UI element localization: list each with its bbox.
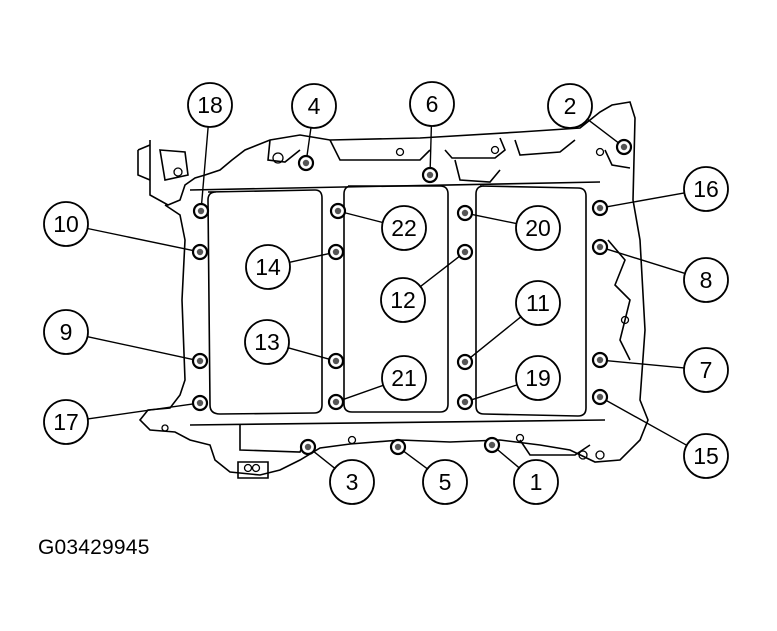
bolt-22 [329, 202, 347, 220]
housing-holes [161, 145, 630, 473]
bolt-14 [327, 243, 345, 261]
bolt-2 [615, 138, 633, 156]
leader-line-18 [200, 126, 209, 205]
leader-line-16 [606, 192, 685, 208]
leader-line-17 [87, 403, 194, 420]
bolt-21 [327, 393, 345, 411]
callout-number: 11 [526, 290, 550, 316]
leader-line-5 [403, 450, 428, 470]
callout-10: 10 [43, 201, 89, 247]
bolt-5 [389, 438, 407, 456]
leader-line-7 [606, 359, 685, 369]
callout-number: 13 [254, 329, 280, 355]
bolt-10 [191, 243, 209, 261]
bolt-15 [591, 388, 609, 406]
leader-line-15 [605, 399, 688, 446]
cavity-outlines [189, 181, 606, 426]
callout-14: 14 [245, 244, 291, 290]
bolt-7 [591, 351, 609, 369]
leader-lines [87, 118, 688, 470]
callout-number: 5 [439, 469, 452, 495]
callout-21: 21 [381, 355, 427, 401]
leader-line-22 [344, 212, 383, 224]
callout-number: 21 [391, 365, 417, 391]
leader-line-6 [429, 125, 433, 169]
callout-17: 17 [43, 399, 89, 445]
callout-number: 12 [390, 287, 416, 313]
bolt-9 [191, 352, 209, 370]
bolt-6 [421, 166, 439, 184]
bolt-19 [456, 393, 474, 411]
callout-number: 15 [693, 443, 719, 469]
callout-number: 1 [530, 469, 543, 495]
bolt-8 [591, 238, 609, 256]
bolt-18 [192, 202, 210, 220]
leader-line-4 [306, 127, 312, 157]
cavity-middle [343, 185, 449, 413]
leader-line-1 [496, 448, 520, 469]
callout-13: 13 [244, 319, 290, 365]
bolt-11 [456, 353, 474, 371]
callout-15: 15 [683, 433, 729, 479]
callout-number: 4 [308, 93, 321, 119]
callout-number: 6 [426, 91, 439, 117]
bolt-16 [591, 199, 609, 217]
leader-line-20 [471, 213, 517, 225]
callout-number: 20 [525, 215, 551, 241]
callout-16: 16 [683, 166, 729, 212]
leader-line-10 [87, 227, 194, 252]
callout-1: 1 [513, 459, 559, 505]
leader-line-13 [288, 347, 330, 360]
callout-2: 2 [547, 83, 593, 129]
callout-number: 3 [346, 469, 359, 495]
callout-number: 2 [564, 93, 577, 119]
bolts [191, 138, 633, 456]
callout-number: 14 [255, 254, 281, 280]
callout-18: 18 [187, 82, 233, 128]
callout-11: 11 [515, 280, 561, 326]
cavity-left [207, 189, 323, 415]
cavity-right [475, 185, 587, 417]
callout-number: 22 [391, 215, 417, 241]
callout-4: 4 [291, 83, 337, 129]
callout-12: 12 [380, 277, 426, 323]
callout-number: 10 [53, 211, 79, 237]
leader-line-12 [419, 255, 460, 288]
bolt-17 [191, 394, 209, 412]
bolt-1 [483, 436, 501, 454]
callout-9: 9 [43, 309, 89, 355]
leader-line-9 [87, 335, 194, 361]
callout-6: 6 [409, 81, 455, 127]
callout-7: 7 [683, 347, 729, 393]
callout-20: 20 [515, 205, 561, 251]
callout-5: 5 [422, 459, 468, 505]
callout-number: 9 [60, 319, 73, 345]
leader-line-21 [342, 384, 384, 401]
bolt-13 [327, 352, 345, 370]
housing-outline [137, 101, 649, 479]
leader-line-11 [470, 316, 522, 359]
bolt-4 [297, 154, 315, 172]
callout-8: 8 [683, 257, 729, 303]
leader-line-14 [289, 252, 330, 263]
bolt-20 [456, 204, 474, 222]
bolt-12 [456, 243, 474, 261]
leader-line-8 [606, 248, 686, 275]
callout-3: 3 [329, 459, 375, 505]
callout-19: 19 [515, 355, 561, 401]
callout-number: 7 [700, 357, 713, 383]
callout-22: 22 [381, 205, 427, 251]
callout-number: 19 [525, 365, 551, 391]
leader-line-3 [313, 450, 336, 469]
bolt-3 [299, 438, 317, 456]
leader-line-19 [471, 384, 518, 401]
callout-number: 18 [197, 92, 223, 118]
figure-id: G03429945 [38, 536, 150, 559]
leader-line-2 [587, 118, 619, 144]
callout-number: 8 [700, 267, 713, 293]
callout-number: 16 [693, 176, 719, 202]
callout-number: 17 [53, 409, 79, 435]
